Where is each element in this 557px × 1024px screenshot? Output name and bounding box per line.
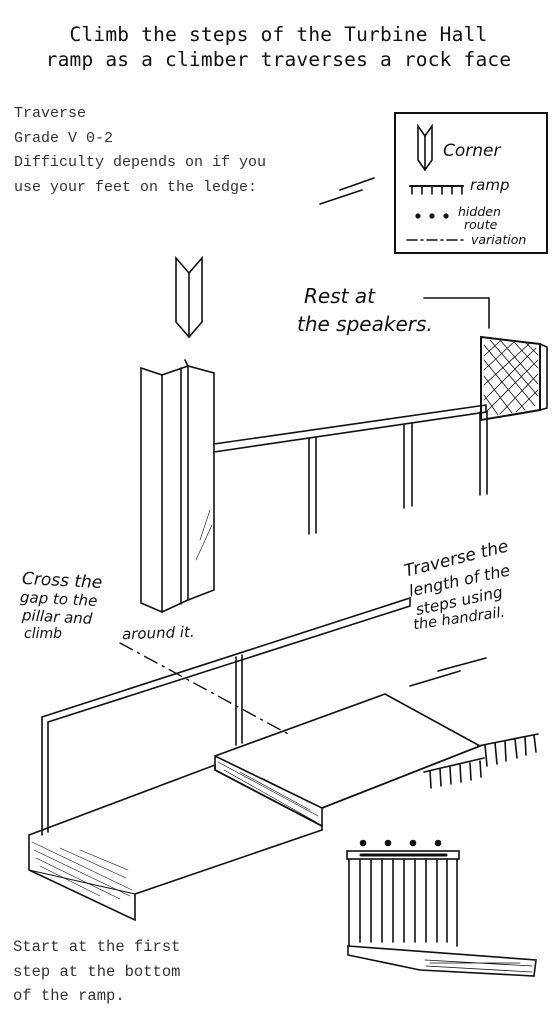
outro-line-3: of the ramp. [13,987,125,1005]
outro-line-2: step at the bottom [13,962,181,981]
hidden-route-icon [415,213,449,219]
ledge-icon [339,177,375,191]
legend-box [394,112,548,254]
ramp-legend-icon [409,185,464,195]
outro-line-1: Start at the first [13,938,181,956]
corner-legend-icon [417,123,433,172]
ramp-icon [346,839,537,977]
legend-variation-label: variation [471,232,527,247]
speaker-icon [480,335,548,422]
outro-text: Start at the first step at the bottom of… [13,935,180,1009]
title-line-1: Climb the steps of the Turbine Hall [69,23,488,46]
intro-line-1: Traverse [14,105,87,122]
pillar-icon [140,359,215,614]
rest-note-line-1: Rest at [304,284,375,308]
legend-ramp-label: ramp [470,176,510,194]
rest-note-line-2: the speakers. [297,312,433,336]
legend-hidden-route-label-1: hidden [458,204,501,219]
intro-line-2: Grade V 0-2 [14,129,114,147]
cross-note-line-4: climb [24,626,63,642]
legend-corner-label: Corner [443,141,501,161]
legend-hidden-route-label-2: route [464,217,498,232]
intro-line-3: Difficulty depends on if you [14,154,267,171]
title-line-2: ramp as a climber traverses a rock face [45,48,512,71]
intro-text: Traverse Grade V 0-2 Difficulty depends … [14,102,266,200]
corner-icon [175,255,203,339]
ledge-icon [319,189,363,205]
cross-note-line-5: around it. [121,622,195,644]
intro-line-4: use your feet on the ledge: [14,178,258,196]
page-title: Climb the steps of the Turbine Hall ramp… [0,22,557,72]
cross-note-line-3: pillar and [21,606,93,628]
